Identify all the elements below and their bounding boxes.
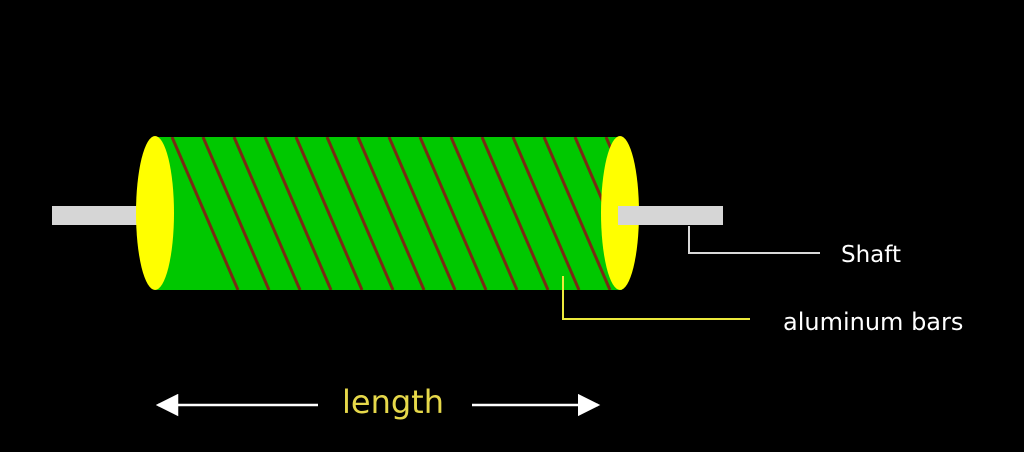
- aluminum-bar: [542, 137, 612, 290]
- aluminum-bar: [201, 137, 271, 290]
- left-shaft: [52, 206, 154, 225]
- aluminum-bar: [356, 137, 426, 290]
- aluminum-bar: [480, 137, 550, 290]
- left-end-ring: [136, 136, 174, 290]
- aluminum-bar: [170, 137, 240, 290]
- aluminum-bar: [511, 137, 581, 290]
- aluminum-bar: [325, 137, 395, 290]
- aluminum-bar: [449, 137, 519, 290]
- bars-leader-line: [562, 276, 750, 320]
- length-label: length: [342, 383, 444, 421]
- right-shaft: [618, 206, 723, 225]
- aluminum-bar: [294, 137, 364, 290]
- shaft-leader-line: [688, 226, 820, 254]
- aluminum-bars-label: aluminum bars: [783, 308, 963, 336]
- aluminum-bar: [263, 137, 333, 290]
- aluminum-bar: [232, 137, 302, 290]
- aluminum-bar: [387, 137, 457, 290]
- aluminum-bar: [418, 137, 488, 290]
- rotor-body: [155, 137, 622, 290]
- aluminum-bars: [170, 137, 622, 290]
- shaft-label: Shaft: [841, 242, 901, 268]
